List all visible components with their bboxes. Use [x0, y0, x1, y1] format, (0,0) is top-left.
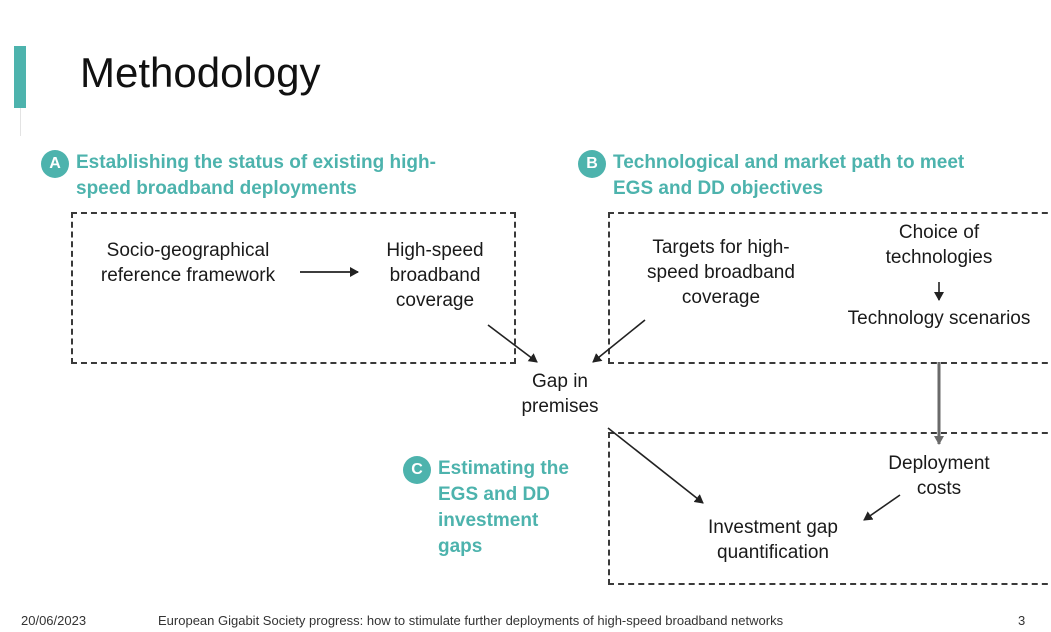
- node-line: technologies: [885, 247, 993, 268]
- node-technology-scenarios: Technology scenarios: [829, 306, 1049, 331]
- section-b-heading: B Technological and market path to meet …: [578, 150, 964, 202]
- section-a-title-line: speed broadband deployments: [76, 178, 357, 199]
- node-line: reference framework: [100, 265, 276, 286]
- section-b-title-line: Technological and market path to meet: [613, 152, 965, 173]
- node-line: premises: [521, 396, 599, 417]
- node-choice-of-technologies: Choice of technologies: [864, 220, 1014, 270]
- title-accent-bar: [14, 46, 26, 108]
- section-a-title-line: Establishing the status of existing high…: [76, 152, 436, 173]
- node-deployment-costs: Deployment costs: [869, 451, 1009, 501]
- title-accent-line: [20, 108, 21, 136]
- section-a-badge: A: [41, 150, 69, 178]
- section-b-badge: B: [578, 150, 606, 178]
- section-b-title: Technological and market path to meet EG…: [613, 150, 964, 202]
- section-c-title-line: gaps: [438, 536, 483, 557]
- node-line: Technology scenarios: [847, 308, 1031, 329]
- section-c-heading: C Estimating the EGS and DD investment g…: [403, 456, 569, 560]
- node-line: Targets for high-: [652, 237, 790, 258]
- section-a-box: [71, 212, 516, 364]
- node-high-speed-coverage: High-speed broadband coverage: [365, 238, 505, 313]
- page-number: 3: [1018, 613, 1026, 628]
- node-socio-geographical: Socio-geographical reference framework: [88, 238, 288, 288]
- section-c-title-line: Estimating the: [438, 458, 569, 479]
- section-c-box: [608, 432, 1051, 585]
- node-line: quantification: [717, 542, 829, 563]
- node-investment-gap: Investment gap quantification: [688, 515, 858, 565]
- footer-text: European Gigabit Society progress: how t…: [158, 613, 784, 628]
- section-c-badge: C: [403, 456, 431, 484]
- arrow-coverage-to-gap: [487, 324, 538, 363]
- arrow-gap-to-investment: [607, 427, 704, 504]
- section-c-title: Estimating the EGS and DD investment gap…: [438, 456, 569, 560]
- footer-date: 20/06/2023: [21, 613, 87, 628]
- node-line: Choice of: [898, 222, 980, 243]
- node-line: Socio-geographical: [106, 240, 270, 261]
- node-line: speed broadband: [647, 262, 795, 283]
- section-b-box: [608, 212, 1051, 364]
- node-line: High-speed: [386, 240, 484, 261]
- node-line: Investment gap: [708, 517, 838, 538]
- node-line: Deployment: [888, 453, 990, 474]
- node-line: Gap in: [532, 371, 588, 392]
- arrow-targets-to-gap: [592, 319, 646, 363]
- section-c-title-line: investment: [438, 510, 539, 531]
- node-line: coverage: [395, 290, 475, 311]
- node-line: broadband: [389, 265, 481, 286]
- node-targets: Targets for high- speed broadband covera…: [628, 235, 814, 310]
- section-a-heading: A Establishing the status of existing hi…: [41, 150, 436, 202]
- section-c-title-line: EGS and DD: [438, 484, 550, 505]
- slide-title: Methodology: [80, 49, 321, 96]
- arrow-costs-to-investment: [863, 494, 901, 521]
- section-b-title-line: EGS and DD objectives: [613, 178, 824, 199]
- node-line: costs: [916, 478, 962, 499]
- node-line: coverage: [681, 287, 761, 308]
- node-gap-in-premises: Gap in premises: [505, 369, 615, 419]
- section-a-title: Establishing the status of existing high…: [76, 150, 436, 202]
